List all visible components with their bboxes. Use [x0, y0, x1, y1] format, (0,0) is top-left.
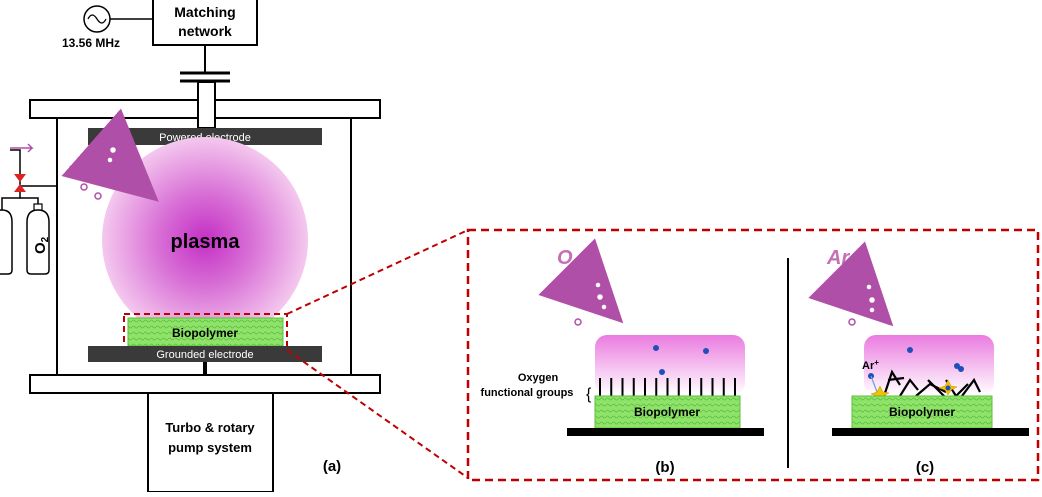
panel-c: Ar Ar+ Biopolymer (c) — [808, 241, 1029, 476]
matching-network: Matching network — [152, 0, 258, 83]
pump-label-line2: pump system — [168, 440, 252, 455]
svg-text:O2: O2 — [32, 236, 51, 254]
panel-b-gas-letter: O — [557, 247, 573, 269]
grounded-electrode-label: Grounded electrode — [156, 349, 253, 361]
panel-c-ion-charge: + — [874, 358, 879, 367]
argon-cylinder — [0, 209, 13, 275]
brace-icon: { — [586, 386, 592, 403]
panel-c-substrate — [851, 395, 993, 429]
annotation-line2: functional groups — [481, 387, 574, 399]
panel-b-plasma — [595, 335, 745, 395]
panel-b-substrate — [594, 395, 741, 429]
panel-c-substrate-label: Biopolymer — [889, 405, 955, 419]
matching-network-line2: network — [178, 23, 232, 39]
panel-c-label: (c) — [916, 459, 934, 476]
zoom-line-bottom — [286, 349, 469, 479]
svg-text:Ar+: Ar+ — [862, 358, 879, 372]
panel-b-label: (b) — [655, 459, 674, 476]
panel-c-gas-label: Ar — [826, 247, 850, 269]
panel-c-electrode — [832, 428, 1029, 436]
panel-b-electrode — [567, 428, 764, 436]
functional-group-lines — [599, 378, 736, 396]
rf-source: 13.56 MHz — [62, 5, 153, 50]
substrate-biopolymer — [127, 317, 284, 347]
panel-b: O2 Oxygen functional groups { Biopolymer… — [481, 238, 764, 476]
valve-icon — [14, 174, 26, 182]
panel-b-gas-subscript: 2 — [572, 256, 581, 271]
plasma-label: plasma — [171, 231, 241, 253]
zoom-line-top — [286, 229, 469, 315]
o2-cylinder-subscript: 2 — [40, 236, 51, 242]
gas-inlet: O2 — [0, 143, 57, 275]
vacuum-chamber: Powered electrode plasma Biopolymer Grou… — [29, 81, 381, 493]
gas-flow-arrow — [61, 108, 159, 202]
o2-cylinder-letter: O — [32, 242, 49, 254]
panel-c-ion-label: Ar — [862, 360, 875, 372]
o2-cylinder — [26, 209, 50, 275]
panel-a-label: (a) — [323, 458, 341, 475]
pump-label-line1: Turbo & rotary — [165, 420, 255, 435]
panel-b-substrate-label: Biopolymer — [634, 405, 700, 419]
annotation-line1: Oxygen — [518, 372, 559, 384]
panel-c-arrow-icon — [808, 241, 894, 327]
grounded-electrode — [88, 346, 322, 362]
matching-network-line1: Matching — [174, 4, 235, 20]
curved-arrow-icon — [61, 108, 159, 202]
frequency-label: 13.56 MHz — [62, 36, 120, 50]
panel-b-arrow-icon — [538, 238, 624, 324]
substrate-label: Biopolymer — [172, 326, 238, 340]
